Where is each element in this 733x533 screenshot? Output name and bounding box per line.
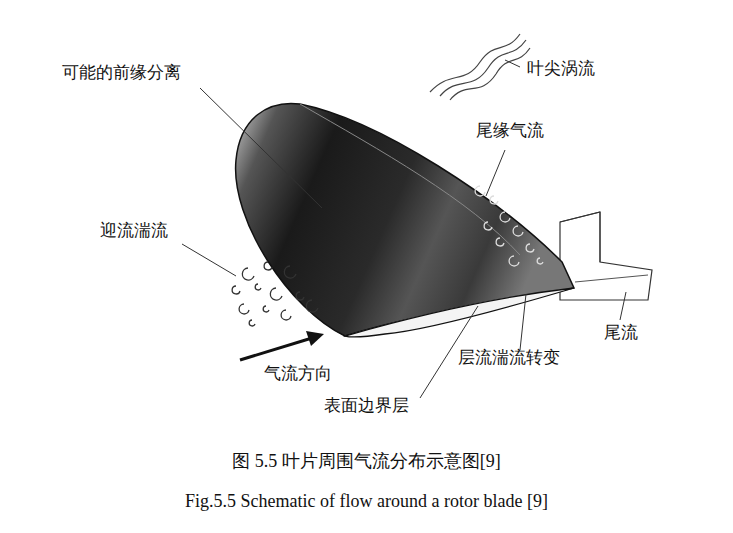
caption-english: Fig.5.5 Schematic of flow around a rotor… [0, 491, 733, 513]
callout-label: 迎流湍流 [100, 220, 168, 240]
arrow-label: 气流方向 [264, 363, 332, 383]
callout-label: 尾流 [604, 322, 638, 342]
callout-label: 层流湍流转变 [458, 347, 560, 367]
callout-label: 可能的前缘分离 [62, 62, 181, 82]
callout-label: 叶尖涡流 [527, 58, 595, 78]
callout-label: 尾缘气流 [476, 120, 544, 140]
callout-label: 表面边界层 [324, 395, 409, 415]
caption: 图 5.5 叶片周围气流分布示意图[9] [0, 451, 733, 473]
